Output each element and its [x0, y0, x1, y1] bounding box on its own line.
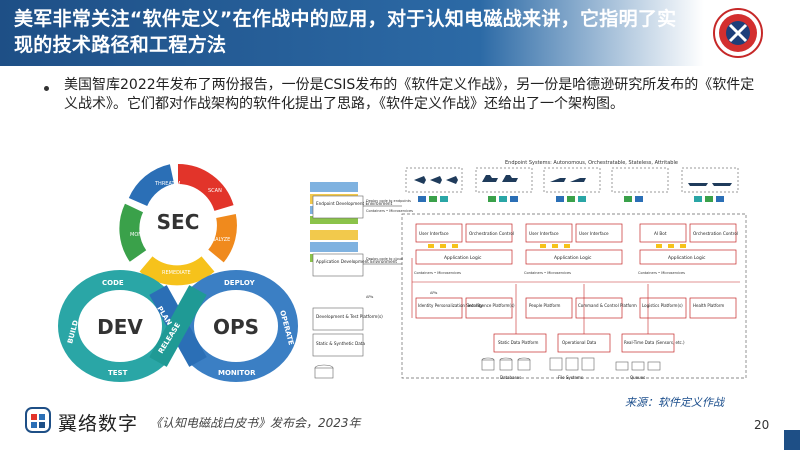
deploy-note: Deploy code to endpoints — [366, 199, 411, 203]
slide-title: 美军非常关注“软件定义”在作战中的应用，对于认知电磁战来讲，它指明了实现的技术路… — [14, 8, 677, 56]
page-number: 20 — [754, 418, 770, 432]
platform-label: People Platform — [529, 303, 561, 308]
title-bar: 美军非常关注“软件定义”在作战中的应用，对于认知电磁战来讲，它指明了实现的技术路… — [0, 0, 800, 66]
sec-label: SEC — [157, 210, 200, 234]
env-label: Endpoint Development Environment — [316, 201, 393, 206]
corner-accent — [784, 430, 800, 450]
logic-box-label: Application Logic — [444, 255, 482, 261]
source-note: 来源：软件定义作战 — [625, 396, 724, 409]
env-label: Application Development Environment — [316, 259, 397, 264]
ops-step-label: DEPLOY — [224, 279, 256, 287]
left-environments — [310, 182, 402, 379]
deploy-note: Deploy code to cloud — [366, 257, 403, 261]
ui-box-label: User Interface — [419, 231, 449, 236]
dev-label: DEV — [97, 315, 143, 339]
endpoint-systems — [405, 167, 739, 202]
ui-box-label: AI Bot — [654, 231, 667, 236]
sec-step-label: SCAN — [208, 188, 222, 194]
storage-label: File Systems — [558, 375, 583, 380]
endpoint-systems-label: Endpoint Systems: Autonomous, Orchestrat… — [505, 160, 678, 166]
devsecops-diagram: SEC THREAT M. SCAN ANALYZE REMEDIATE MON… — [58, 163, 298, 382]
event-caption: 《认知电磁战白皮书》发布会，2023年 — [150, 416, 361, 430]
sec-step-label: THREAT M. — [154, 181, 182, 187]
sec-step-label: REMEDIATE — [162, 270, 191, 276]
container-label: Containers • Microservices — [414, 271, 461, 275]
data-box-label: Static Data Platform — [498, 340, 539, 345]
logic-box-label: Application Logic — [554, 255, 592, 261]
sec-step-label: MONITOR — [130, 232, 154, 238]
logic-box-label: Application Logic — [668, 255, 706, 261]
dev-step-label: CODE — [102, 279, 124, 287]
architecture-diagram: Endpoint Development Environment Applica… — [310, 167, 747, 380]
data-box-label: Real-Time Data (Sensors, etc.) — [624, 340, 685, 345]
env-label: Development & Test Platform(s) — [316, 314, 383, 319]
brand-logo-icon — [25, 407, 51, 433]
ops-label: OPS — [213, 315, 259, 339]
sec-ring — [119, 163, 237, 286]
bullet-dot — [44, 86, 49, 91]
platform-label: Identity Personalization Security — [418, 303, 483, 308]
bullet-text: 美国智库2022年发布了两份报告，一份是CSIS发布的《软件定义作战》，另一份是… — [64, 77, 755, 112]
api-label: APIs — [430, 291, 438, 295]
deploy-note: APIs — [366, 295, 374, 299]
env-label: Static & Synthetic Data — [316, 341, 365, 346]
ui-box-label: User Interface — [529, 231, 559, 236]
ops-step-label: MONITOR — [218, 369, 256, 377]
ui-box-label: User Interface — [579, 231, 609, 236]
ui-box-label: Orchestration Control — [469, 231, 514, 236]
data-box-label: Operational Data — [562, 340, 597, 345]
sec-step-label: ANALYZE — [208, 237, 230, 243]
platform-label: Command & Control Platform — [578, 303, 637, 308]
ui-box-label: Orchestration Control — [693, 231, 738, 236]
platform-label: Logistics Platform(s) — [642, 303, 683, 308]
brand-name: 翼络数字 — [58, 413, 139, 435]
container-label: Containers • Microservices — [524, 271, 571, 275]
deploy-note: Containers • Microservices — [366, 209, 413, 213]
emblem-seal-icon — [713, 8, 763, 58]
storage-label: Databases — [500, 375, 521, 380]
container-label: Containers • Microservices — [638, 271, 685, 275]
storage-label: Queues — [630, 375, 645, 380]
platform-label: Health Platform — [693, 303, 724, 308]
dev-step-label: TEST — [108, 369, 128, 377]
platform-label: Intelligence Platform(s) — [468, 303, 515, 308]
devops-loop — [58, 270, 298, 382]
